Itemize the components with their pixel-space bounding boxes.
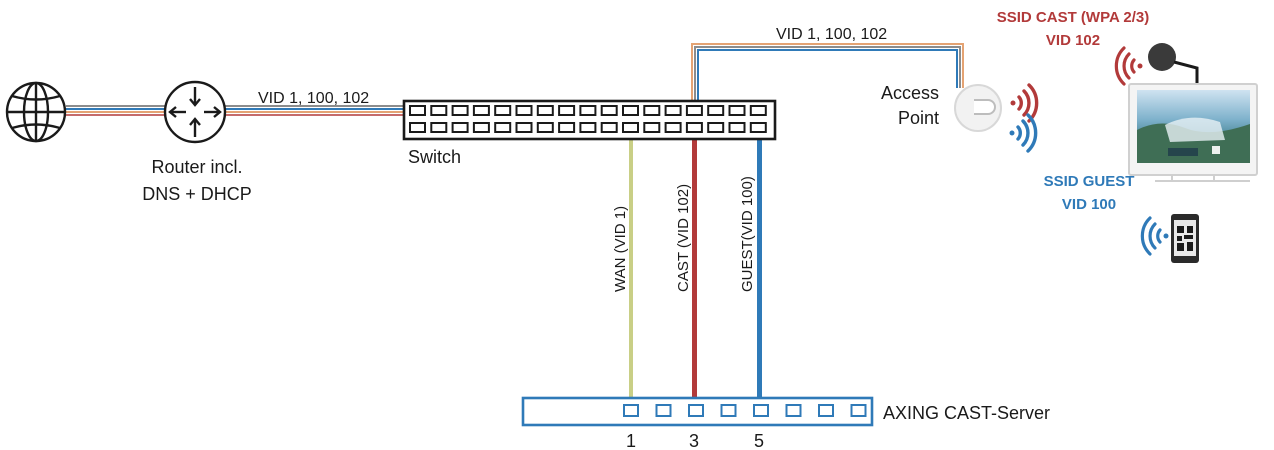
server-port (623, 404, 639, 417)
router-label-line1: Router incl. (151, 157, 242, 177)
wan-cable (629, 130, 633, 412)
switch-port (409, 105, 426, 116)
switch-port (494, 105, 512, 116)
switch-port (749, 105, 767, 116)
chromecast-icon (1148, 43, 1199, 84)
switch-port (643, 122, 661, 133)
switch-port (451, 122, 469, 133)
wifi-icon (1009, 113, 1038, 153)
trunk-cable-ap (691, 43, 964, 118)
ssid-cast-label-line1: SSID CAST (WPA 2/3) (997, 9, 1150, 26)
switch-icon (402, 99, 777, 141)
switch-port (728, 105, 746, 116)
switch-port (515, 122, 533, 133)
switch-port (749, 122, 767, 133)
cast-server-icon (521, 396, 874, 427)
switch-port (558, 105, 576, 116)
switch-port (707, 105, 725, 116)
switch-port (664, 105, 682, 116)
trunk-ap-label: VID 1, 100, 102 (776, 26, 887, 43)
server-port (753, 404, 769, 417)
switch-port (536, 105, 554, 116)
server-port (655, 404, 672, 417)
switch-port (664, 122, 682, 133)
switch-port (579, 122, 597, 133)
switch-port (472, 105, 490, 116)
smartphone-icon (1171, 214, 1199, 263)
switch-port (622, 122, 639, 133)
trunk-router-label: VID 1, 100, 102 (258, 90, 369, 107)
switch-port (600, 105, 618, 116)
port-label-1: 1 (626, 431, 636, 450)
server-port (785, 404, 802, 417)
ssid-guest-label-line1: SSID GUEST (1044, 173, 1135, 190)
server-port (850, 404, 867, 417)
switch-port (494, 122, 512, 133)
tv-icon (1128, 83, 1258, 182)
server-port (688, 404, 704, 417)
switch-label: Switch (408, 147, 461, 167)
switch-port (643, 105, 661, 116)
ssid-cast-label-line2: VID 102 (1046, 32, 1100, 49)
port-label-5: 5 (754, 431, 764, 450)
switch-port (728, 122, 746, 133)
switch-port (622, 105, 639, 116)
switch-port (451, 105, 469, 116)
switch-port (536, 122, 554, 133)
wifi-icon (1114, 46, 1143, 86)
cast-link-label: CAST (VID 102) (675, 184, 692, 292)
switch-port (515, 105, 533, 116)
cast-cable (692, 130, 697, 412)
switch-port (472, 122, 490, 133)
server-label: AXING CAST-Server (883, 403, 1050, 423)
ssid-guest-label-line2: VID 100 (1062, 196, 1116, 213)
wan-link-label: WAN (VID 1) (612, 206, 629, 292)
ap-label-line2: Point (898, 108, 939, 128)
switch-port (685, 105, 703, 116)
switch-port (430, 122, 448, 133)
server-port (818, 404, 834, 417)
port-label-3: 3 (689, 431, 699, 450)
switch-port (430, 105, 448, 116)
switch-port (707, 122, 725, 133)
guest-cable (757, 130, 762, 412)
wifi-icon (1140, 216, 1169, 256)
guest-link-label: GUEST(VID 100) (739, 176, 756, 292)
access-point-icon (954, 84, 1002, 132)
router-label-line2: DNS + DHCP (142, 184, 252, 204)
switch-port (579, 105, 597, 116)
switch-port (409, 122, 426, 133)
trunk-cable-router (66, 105, 408, 116)
switch-port (685, 122, 703, 133)
server-port (720, 404, 737, 417)
router-icon (163, 80, 227, 144)
globe-icon (5, 81, 67, 143)
ap-label-line1: Access (881, 83, 939, 103)
switch-port (558, 122, 576, 133)
switch-port (600, 122, 618, 133)
wifi-icon (1010, 83, 1039, 123)
